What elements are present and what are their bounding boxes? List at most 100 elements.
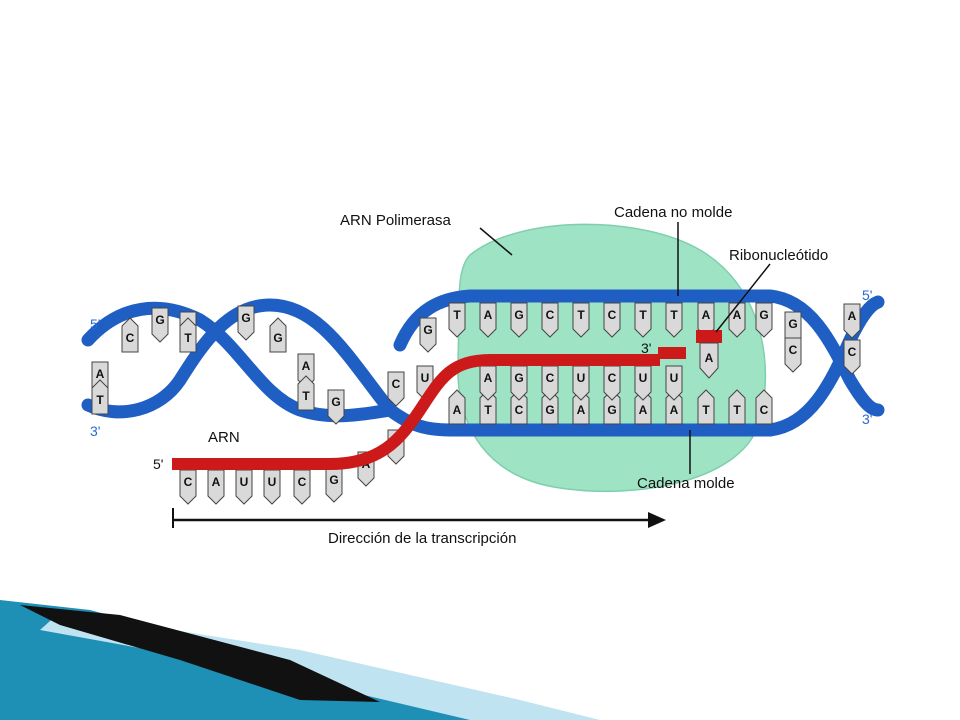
non-template-base-shape bbox=[603, 302, 621, 338]
helix-base: C bbox=[387, 371, 405, 407]
rna-5prime-end: 5' bbox=[153, 456, 163, 472]
rna-tail-base: C bbox=[179, 469, 197, 505]
helix-base-shape bbox=[297, 375, 315, 411]
template-base: A bbox=[448, 389, 466, 425]
non-template-base: G bbox=[510, 302, 528, 338]
rna-label: ARN bbox=[208, 429, 240, 446]
rna-paired-base-letter: G bbox=[514, 371, 523, 385]
helix-base-letter: G bbox=[273, 331, 282, 345]
non-template-base: C bbox=[541, 302, 559, 338]
non-template-base-shape bbox=[665, 302, 683, 338]
non-template-base-letter: G bbox=[759, 308, 768, 322]
non-template-base-letter: A bbox=[733, 308, 742, 322]
helix-base: G bbox=[327, 389, 345, 425]
template-base-letter: A bbox=[577, 403, 586, 417]
non-template-base-letter: A bbox=[702, 308, 711, 322]
helix-base: G bbox=[269, 317, 287, 353]
template-base-letter: T bbox=[484, 403, 492, 417]
rna-tail-base-letter: U bbox=[268, 475, 277, 489]
helix-base-shape bbox=[269, 317, 287, 353]
helix-left-strand-b bbox=[81, 298, 397, 419]
rna-paired-base-letter: C bbox=[546, 371, 555, 385]
helix-base: G bbox=[419, 317, 437, 353]
non-template-base-shape bbox=[634, 302, 652, 338]
rna-paired-base: A bbox=[479, 365, 497, 401]
rna-paired-base: U bbox=[572, 365, 590, 401]
helix-base-letter: T bbox=[184, 331, 192, 345]
helix-base: G bbox=[237, 305, 255, 341]
helix-base-letter: G bbox=[331, 395, 340, 409]
ribonucleotide-leader bbox=[715, 263, 771, 333]
rna-3prime-label: 3' bbox=[641, 340, 651, 356]
template-base: T bbox=[697, 389, 715, 425]
right-top-end: 5' bbox=[862, 287, 872, 303]
non-template-base-shape bbox=[755, 302, 773, 338]
non-template-base: T bbox=[448, 302, 466, 338]
polymerase-leader bbox=[479, 227, 513, 256]
rna-paired-base-letter: U bbox=[670, 371, 679, 385]
helix-base-shape bbox=[179, 317, 197, 353]
template-base-letter: G bbox=[545, 403, 554, 417]
label-leader-lines bbox=[479, 222, 771, 474]
rna-paired-base-shape bbox=[665, 365, 683, 401]
non-template-base-letter: T bbox=[639, 308, 647, 322]
helix-base-letter: C bbox=[392, 377, 401, 391]
left-top-end: 5' bbox=[90, 316, 100, 332]
helix-base-letter: G bbox=[155, 313, 164, 327]
rna-paired-base-letter: C bbox=[608, 371, 617, 385]
non-template-base-shape bbox=[448, 302, 466, 338]
helix-base-letter: C bbox=[126, 331, 135, 345]
helix-base-letter: T bbox=[302, 389, 310, 403]
non-template-base: A bbox=[479, 302, 497, 338]
rna-paired-base-letter: U bbox=[639, 371, 648, 385]
rna-tail-base-letter: C bbox=[298, 475, 307, 489]
helix-base-letter: A bbox=[302, 359, 311, 373]
non-template-strand bbox=[393, 289, 777, 352]
non-template-base-shape bbox=[479, 302, 497, 338]
rna-paired-base-letter: U bbox=[577, 371, 586, 385]
template-base-letter: A bbox=[639, 403, 648, 417]
rna-tail-base: U bbox=[235, 469, 253, 505]
helix-base: C bbox=[784, 337, 802, 373]
rna-tail-base-letter: G bbox=[329, 473, 338, 487]
non-template-base-letter: G bbox=[514, 308, 523, 322]
ribonucleotide-sugar bbox=[696, 330, 722, 343]
rna-3prime-end bbox=[658, 347, 686, 359]
non-template-base: T bbox=[572, 302, 590, 338]
rna-paired-base: U bbox=[634, 365, 652, 401]
helix-right-strand-a bbox=[763, 289, 885, 417]
helix-base-shape bbox=[843, 339, 861, 375]
template-base: C bbox=[755, 389, 773, 425]
helix-base-letter: G bbox=[241, 311, 250, 325]
template-base-letter: A bbox=[670, 403, 679, 417]
helix-base: T bbox=[297, 375, 315, 411]
transcription-direction-arrow bbox=[172, 508, 666, 528]
template-base: T bbox=[728, 389, 746, 425]
non-template-base-letter: T bbox=[577, 308, 585, 322]
template-strand bbox=[383, 403, 777, 437]
non-template-base-shape bbox=[510, 302, 528, 338]
non-template-base-letter: T bbox=[453, 308, 461, 322]
template-base-shape bbox=[755, 389, 773, 425]
helix-base-letter: A bbox=[848, 309, 857, 323]
rna-tail-base-letter: C bbox=[184, 475, 193, 489]
template-base-letter: G bbox=[607, 403, 616, 417]
template-base-letter: A bbox=[453, 403, 462, 417]
helix-base-shape bbox=[327, 389, 345, 425]
helix-base-shape bbox=[387, 371, 405, 407]
rna-paired-base-letter: A bbox=[484, 371, 493, 385]
non-template-base-letter: C bbox=[546, 308, 555, 322]
non-template-base: G bbox=[755, 302, 773, 338]
rna-tail-base: U bbox=[263, 469, 281, 505]
template-label: Cadena molde bbox=[637, 475, 735, 492]
footer-decoration bbox=[0, 600, 600, 720]
non-template-base-letter: C bbox=[608, 308, 617, 322]
helix-base-shape bbox=[121, 317, 139, 353]
helix-base-shape bbox=[784, 337, 802, 373]
ribonucleotide-base bbox=[699, 342, 719, 379]
non-template-base: C bbox=[603, 302, 621, 338]
helix-base: C bbox=[121, 317, 139, 353]
